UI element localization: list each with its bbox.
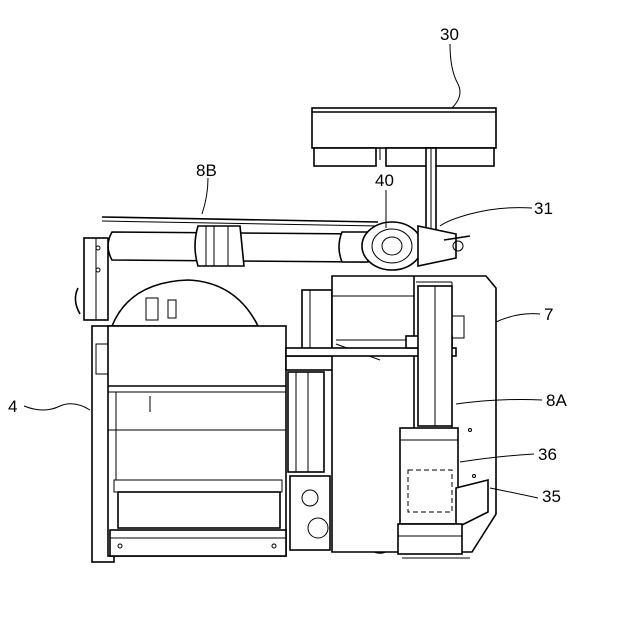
label-8b: 8B xyxy=(196,161,217,180)
main-body-4 xyxy=(92,326,286,562)
support-shaft-31 xyxy=(426,148,436,230)
label-40: 40 xyxy=(375,171,394,190)
label-8a: 8A xyxy=(546,391,567,410)
label-31: 31 xyxy=(534,199,553,218)
top-unit-30 xyxy=(312,108,496,166)
joint-fitting-40 xyxy=(362,222,470,270)
dome-cover xyxy=(112,280,258,326)
label-35: 35 xyxy=(542,487,561,506)
label-30: 30 xyxy=(440,25,459,44)
label-36: 36 xyxy=(538,445,557,464)
vertical-conveyor-8a xyxy=(418,286,452,426)
lower-box-36 xyxy=(400,428,458,524)
label-7: 7 xyxy=(544,305,553,324)
left-upper-frame xyxy=(75,238,108,320)
base-rail xyxy=(398,524,470,558)
label-4: 4 xyxy=(8,397,17,416)
conveyor-tube-8b xyxy=(102,217,378,266)
